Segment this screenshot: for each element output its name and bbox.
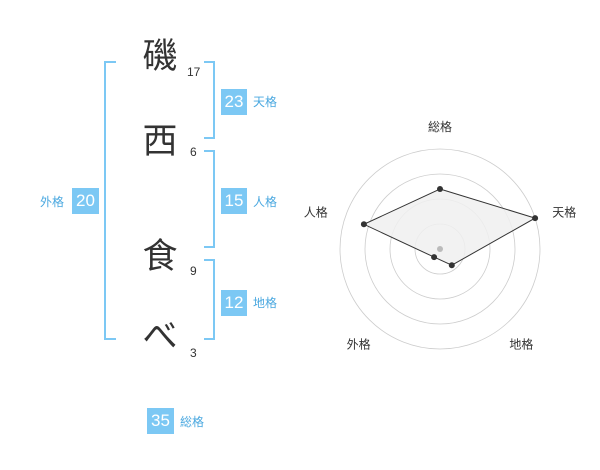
- name-char-4: べ: [142, 317, 178, 357]
- radar-grid-ring: [364, 173, 516, 325]
- gaikaku-bracket: [104, 61, 116, 340]
- stroke-count-2: 6: [190, 145, 197, 159]
- radar-point-5: [360, 221, 367, 228]
- jinkaku-bracket: [204, 150, 215, 248]
- soukaku-label: 総格: [180, 415, 205, 429]
- jinkaku-label: 人格: [253, 195, 278, 209]
- radar-axis-label: 外格: [347, 337, 371, 352]
- radar-axis-label: 地格: [509, 337, 533, 352]
- gaikaku-label: 外格: [40, 195, 65, 209]
- chikaku-bracket: [204, 259, 215, 340]
- name-char-2: 西: [142, 122, 178, 162]
- radar-axis-label: 天格: [552, 205, 576, 220]
- name-char-3: 食: [142, 237, 178, 277]
- stroke-count-4: 3: [190, 346, 197, 360]
- tenkaku-value-badge: 23: [221, 89, 247, 115]
- radar-point-1: [437, 186, 443, 192]
- stroke-count-3: 9: [190, 264, 197, 278]
- name-char-1: 磯: [142, 37, 178, 77]
- radar-point-4: [431, 254, 438, 261]
- chikaku-label: 地格: [253, 296, 278, 310]
- stroke-count-1: 17: [187, 65, 201, 79]
- chikaku-value-badge: 12: [221, 290, 247, 316]
- radar-point-3: [448, 262, 455, 269]
- jinkaku-value-badge: 15: [221, 188, 247, 214]
- gaikaku-value-badge: 20: [72, 188, 99, 214]
- soukaku-value-badge: 35: [147, 408, 174, 434]
- radar-point-2: [532, 215, 539, 222]
- tenkaku-bracket: [204, 61, 215, 139]
- tenkaku-label: 天格: [253, 95, 278, 109]
- radar-grid-ring: [339, 148, 541, 350]
- radar-axis-label: 総格: [428, 119, 452, 134]
- radar-center-dot: [437, 246, 443, 252]
- radar-axis-label: 人格: [304, 205, 328, 220]
- radar-data-polygon: [362, 188, 537, 266]
